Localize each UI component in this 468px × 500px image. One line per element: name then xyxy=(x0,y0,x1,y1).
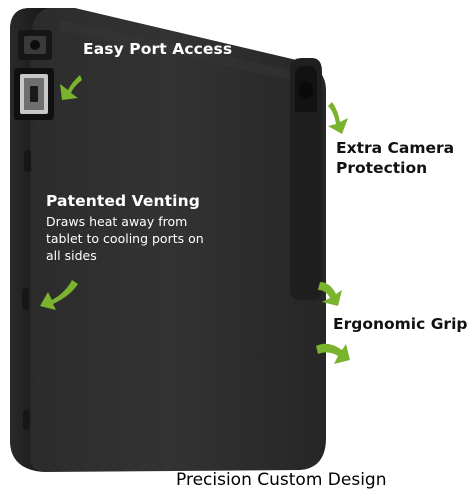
callout-camera-line: Extra Camera xyxy=(336,139,455,157)
callout-venting-title: Patented Venting xyxy=(46,192,200,210)
callout-venting-line: Draws heat away from xyxy=(46,214,188,229)
arrow-easy-port xyxy=(60,75,82,100)
case-left-rim xyxy=(10,8,48,472)
callout-camera-line: Protection xyxy=(336,159,428,177)
callout-easy-port-title: Easy Port Access xyxy=(83,40,233,58)
callout-venting-line: all sides xyxy=(46,248,97,263)
arrow-grip-top xyxy=(318,282,342,306)
arrow-venting xyxy=(40,280,78,310)
footer-title: Precision Custom Design xyxy=(176,470,387,490)
brand-logo: BobjGear xyxy=(246,350,294,362)
side-vent xyxy=(23,410,30,430)
callout-venting-line: tablet to cooling ports on xyxy=(46,231,204,246)
callout-grip-title: Ergonomic Grip xyxy=(333,315,468,333)
camera-protection xyxy=(290,58,322,300)
callout-venting: Patented Venting Draws heat away from ta… xyxy=(46,192,204,264)
arrow-camera xyxy=(328,102,348,134)
side-vent xyxy=(24,150,31,172)
arrow-grip-bottom xyxy=(316,343,350,364)
case-back xyxy=(10,8,326,472)
side-vent xyxy=(22,288,29,310)
charging-port xyxy=(14,68,54,120)
callout-camera: Extra Camera Protection xyxy=(336,138,454,178)
top-port xyxy=(18,30,52,60)
